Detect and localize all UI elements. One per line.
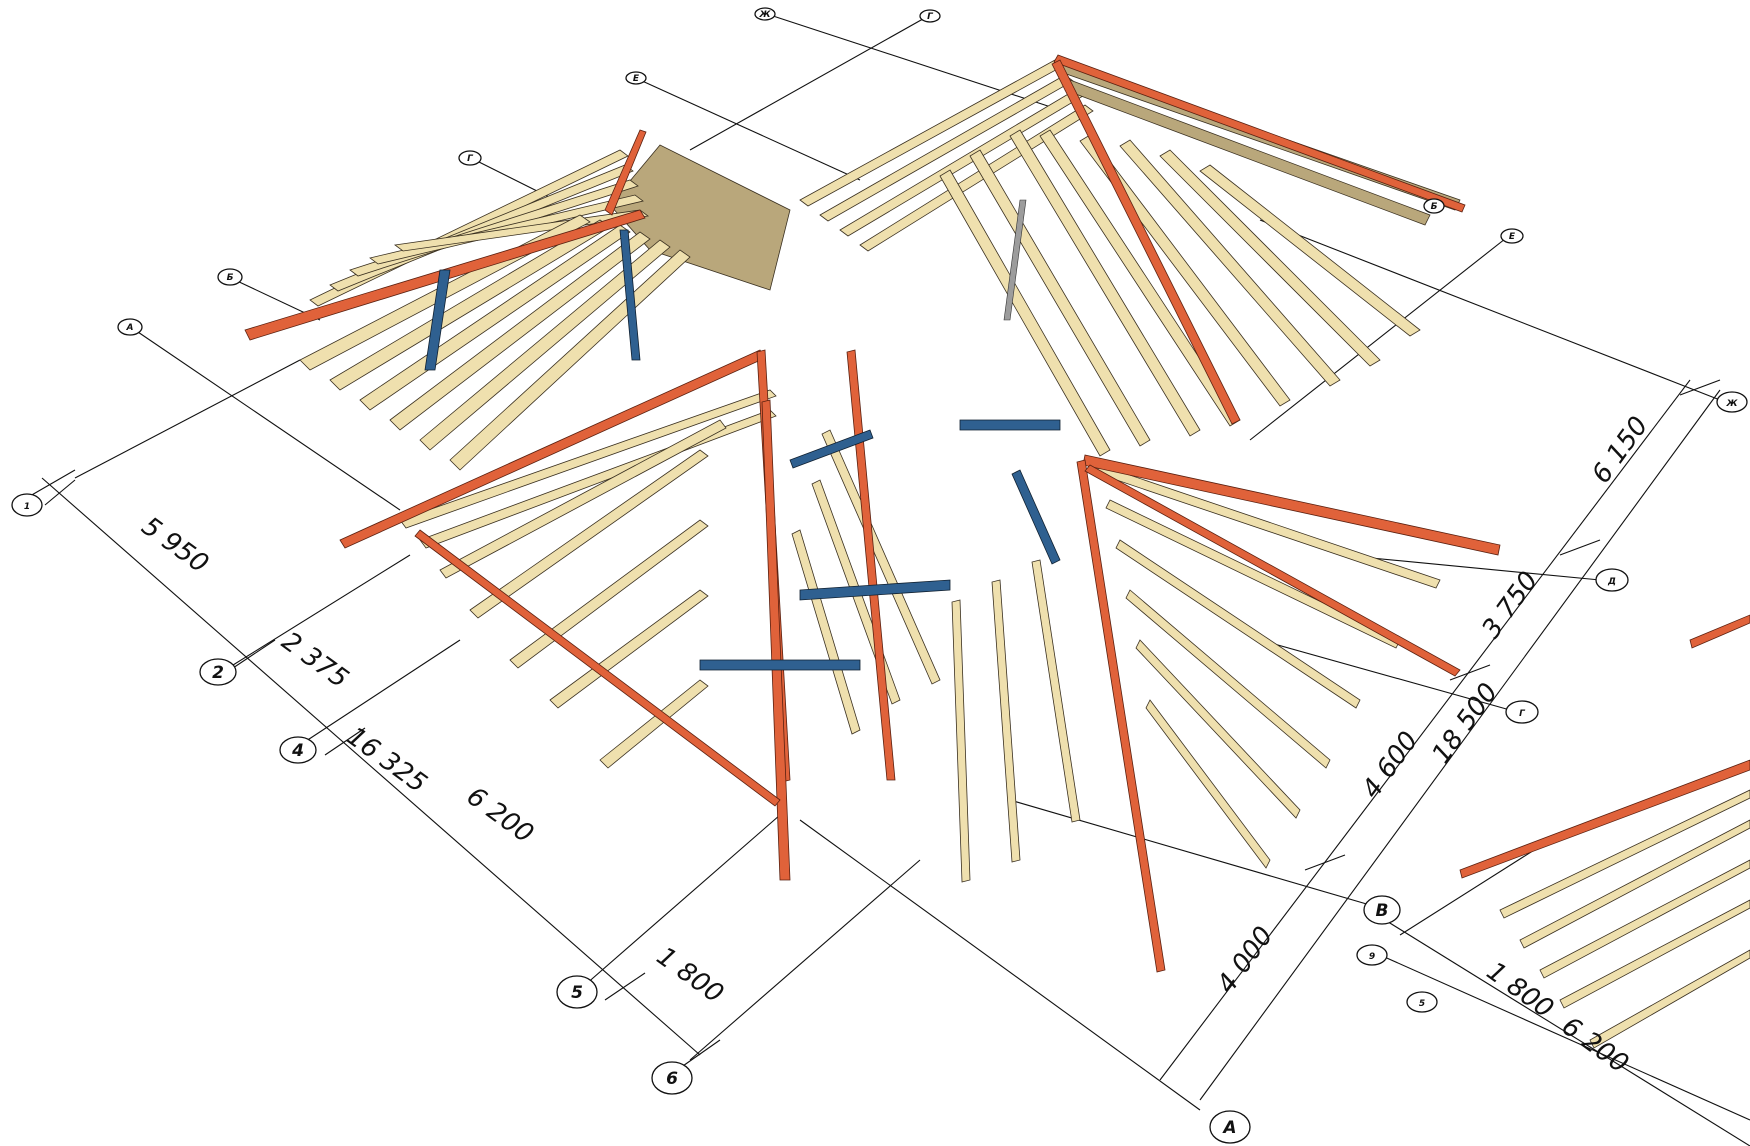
- svg-text:Г: Г: [927, 12, 934, 22]
- back-roof-rafters: [939, 129, 1421, 457]
- dim-left-1: 5 950: [136, 511, 214, 579]
- secondary-roof: [1459, 614, 1750, 1049]
- right-axis-markers: Ж Д Г В А: [1209, 391, 1748, 1144]
- axis-marker-1: 1: [11, 493, 43, 517]
- svg-text:Д: Д: [1607, 577, 1616, 587]
- svg-text:В: В: [1376, 901, 1389, 921]
- svg-text:Г: Г: [467, 154, 474, 164]
- dim-left-3: 16 325: [341, 721, 432, 799]
- svg-text:6: 6: [666, 1069, 678, 1089]
- left-roof-battens: [309, 149, 650, 307]
- axis-marker-top-1: Ж: [754, 7, 776, 21]
- dim-right-5: 4 000: [1211, 921, 1279, 999]
- axis-marker-top-6: А: [117, 318, 143, 336]
- svg-text:2: 2: [212, 663, 224, 683]
- svg-text:Б: Б: [227, 273, 234, 283]
- axis-marker-6: 6: [651, 1061, 693, 1095]
- front-right-rafters: [951, 464, 1441, 883]
- top-axis-markers: Ж Г Е Г Б А: [117, 7, 941, 336]
- left-axis-markers: 1 2 4 5 6: [11, 493, 693, 1095]
- grid-lines: [29, 14, 1750, 1146]
- axis-marker-g: Г: [1505, 700, 1539, 724]
- axis-marker-top-5: Б: [217, 268, 243, 286]
- axis-marker-a: А: [1209, 1110, 1251, 1144]
- svg-text:Б: Б: [1431, 202, 1438, 212]
- axis-marker-zh: Ж: [1716, 391, 1748, 413]
- front-right-hip-roof: [951, 419, 1501, 973]
- svg-text:Ж: Ж: [1725, 399, 1738, 409]
- axis-marker-b-small: Б: [1423, 198, 1445, 214]
- dim-right-1: 6 150: [1586, 411, 1654, 489]
- axis-marker-top-3: Е: [625, 71, 647, 85]
- axis-marker-top-2: Г: [919, 9, 941, 23]
- svg-text:Е: Е: [1509, 232, 1516, 242]
- dim-left-4: 6 200: [461, 781, 539, 849]
- back-right-hip-roof: [799, 54, 1466, 457]
- svg-text:5: 5: [1419, 999, 1425, 1009]
- svg-text:9: 9: [1369, 952, 1375, 962]
- front-left-hip-roof: [339, 349, 951, 881]
- dim-left-5: 1 800: [651, 941, 729, 1009]
- dim-left-2: 2 375: [276, 626, 354, 694]
- svg-text:5: 5: [571, 983, 583, 1003]
- svg-text:Е: Е: [633, 74, 640, 84]
- axis-marker-9: 9: [1356, 944, 1388, 966]
- dim-right-2: 3 750: [1476, 566, 1544, 644]
- right-small-axis-markers: Б Е: [1423, 198, 1524, 244]
- axis-marker-2: 2: [199, 658, 237, 686]
- svg-text:4: 4: [291, 741, 304, 761]
- axis-marker-4: 4: [279, 736, 317, 764]
- axis-marker-v: В: [1363, 895, 1401, 925]
- svg-text:1: 1: [24, 502, 30, 512]
- svg-text:Ж: Ж: [758, 10, 771, 20]
- axis-marker-d: Д: [1595, 568, 1629, 592]
- left-dimensions: 5 950 2 375 16 325 6 200 1 800: [136, 511, 729, 1009]
- svg-text:А: А: [1221, 1118, 1236, 1138]
- dim-right-4: 18 500: [1426, 678, 1504, 769]
- svg-text:А: А: [126, 323, 134, 333]
- svg-text:Г: Г: [1519, 709, 1526, 719]
- dim-right-3: 4 600: [1356, 726, 1424, 804]
- left-hip-roof: [244, 129, 791, 471]
- axis-marker-e-small: Е: [1500, 228, 1524, 244]
- axis-marker-top-4: Г: [458, 150, 482, 166]
- secondary-axis-markers: 9 5: [1356, 944, 1438, 1013]
- axis-marker-5: 5: [556, 975, 598, 1009]
- axis-marker-5-secondary: 5: [1406, 991, 1438, 1013]
